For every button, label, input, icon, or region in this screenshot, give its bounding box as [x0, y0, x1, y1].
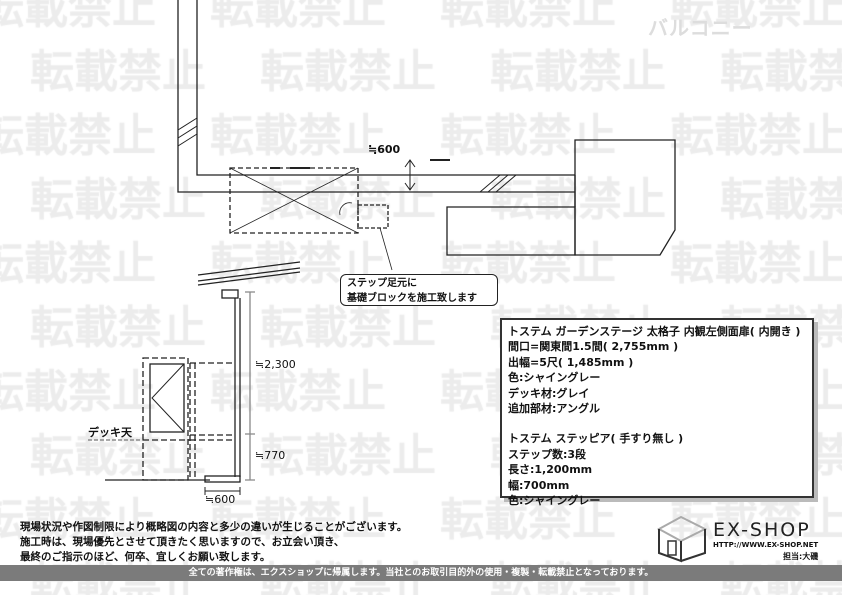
note-line: 最終のご指示のほど、何卒、宜しくお願い致します。 [20, 551, 271, 563]
spec-line: 幅:700mm [508, 478, 570, 492]
plan-dimension-600: ≒600 [368, 143, 401, 156]
spec-line: 追加部材:アングル [508, 402, 600, 416]
note-line: 現場状況や作図制限により概略図の内容と多少の違いが生じることがございます。 [20, 521, 408, 533]
page-title: バルコニー [648, 16, 753, 40]
step-height-dimension: ≒770 [255, 449, 286, 462]
deck-top-label: デッキ天 [88, 426, 132, 439]
spec-box: トステム ガーデンステージ 太格子 内観左側面扉( 内開き ) 間口=関東間1.… [500, 318, 814, 507]
note-line: 施工時は、現場優先とさせて頂きたく思いますので、お立会い頂き、 [20, 536, 345, 548]
ex-shop-logo: EX-SHOP HTTP://WWW.EX-SHOP.NET 担当:大磯 [655, 513, 825, 563]
disclaimer-notes: 現場状況や作図制限により概略図の内容と多少の違いが生じることがございます。 施工… [20, 520, 407, 565]
logo-name: EX-SHOP [713, 519, 811, 541]
staff-label: 担当:大磯 [783, 552, 819, 561]
logo-url: HTTP://WWW.EX-SHOP.NET [713, 541, 819, 549]
spec-line: デッキ材:グレイ [508, 386, 590, 400]
callout-line: 基礎ブロックを施工致します [347, 293, 477, 304]
spec-line: ステップ数:3段 [508, 447, 587, 461]
callout-line: ステップ足元に [347, 278, 417, 289]
spec-line: トステム ガーデンステージ 太格子 内観左側面扉( 内開き ) [508, 325, 801, 338]
plan-view [177, 0, 676, 271]
spec-line: トステム ステッピア( 手すり無し ) [508, 432, 684, 446]
spec-line: 間口=関東間1.5間( 2,755mm ) [508, 340, 679, 354]
step-foundation-callout: ステップ足元に 基礎ブロックを施工致します [340, 274, 498, 306]
elevation-view [88, 261, 301, 495]
height-dimension: ≒2,300 [255, 358, 296, 371]
spec-line: 色:シャイングレー [508, 371, 601, 385]
copyright-footer: 全ての著作権は、エクスショップに帰属します。当社とのお取引目的外の使用・複製・転… [0, 565, 842, 581]
spec-line: 長さ:1,200mm [508, 463, 593, 477]
step-width-dimension: ≒600 [205, 493, 236, 506]
cube-logo-icon [656, 515, 708, 563]
spec-line: 色:シャイングレー [508, 494, 601, 508]
spec-line: 出幅=5尺( 1,485mm ) [508, 355, 634, 369]
